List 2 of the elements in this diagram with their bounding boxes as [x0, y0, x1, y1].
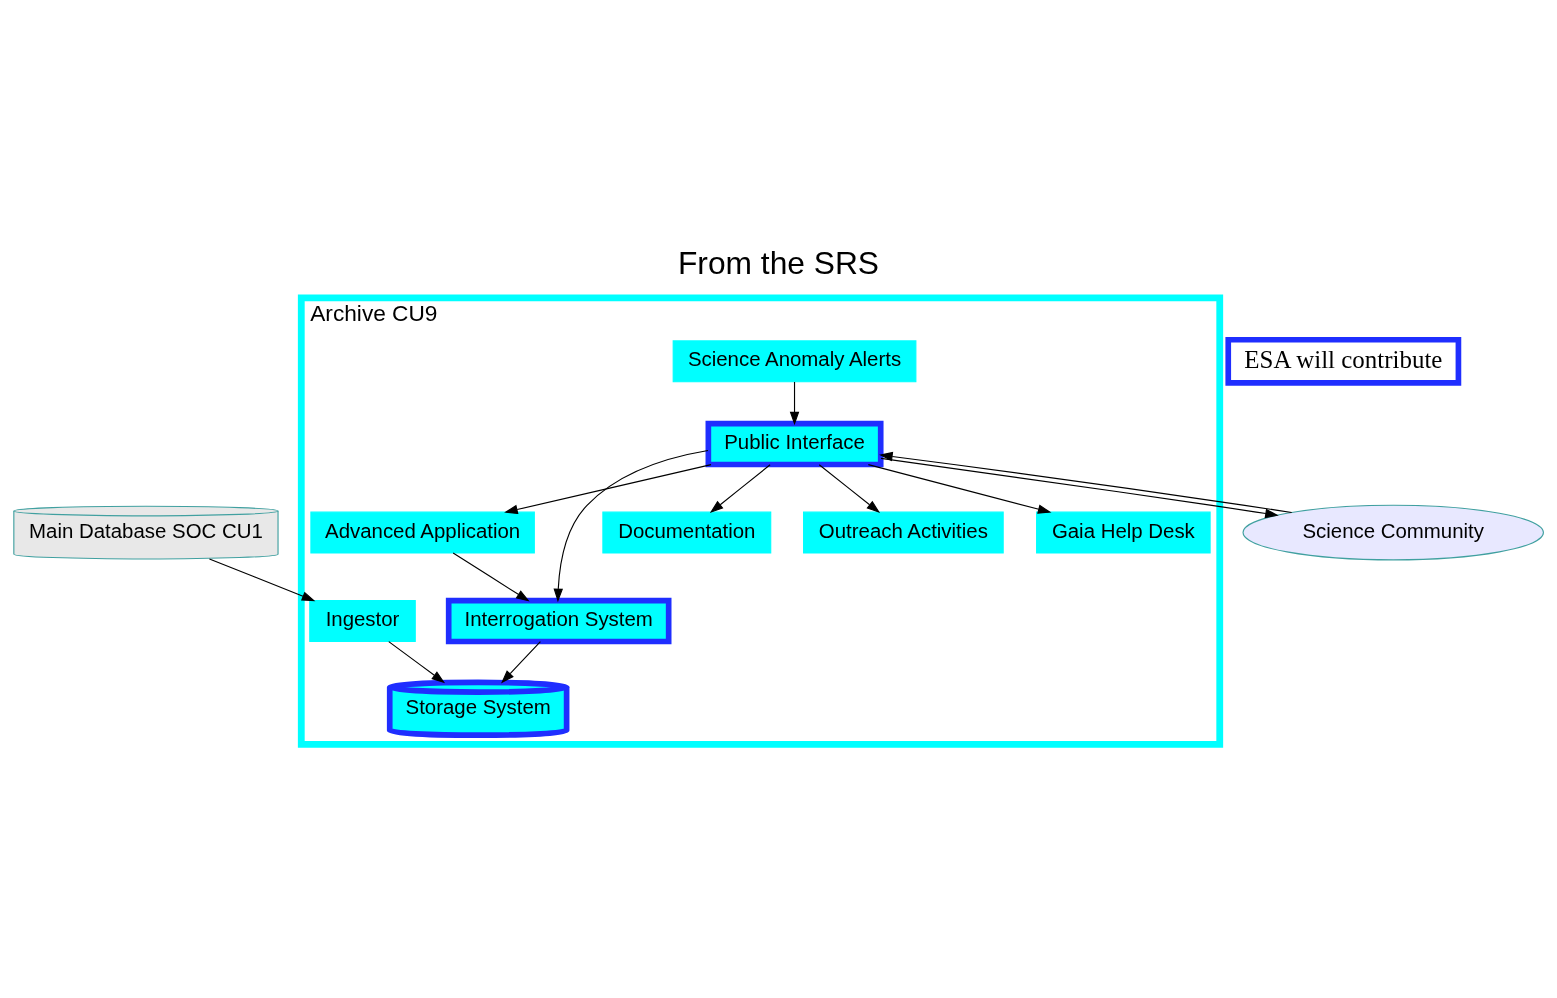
legend-label: ESA will contribute	[1244, 345, 1443, 373]
diagram-title: From the SRS	[677, 245, 880, 282]
